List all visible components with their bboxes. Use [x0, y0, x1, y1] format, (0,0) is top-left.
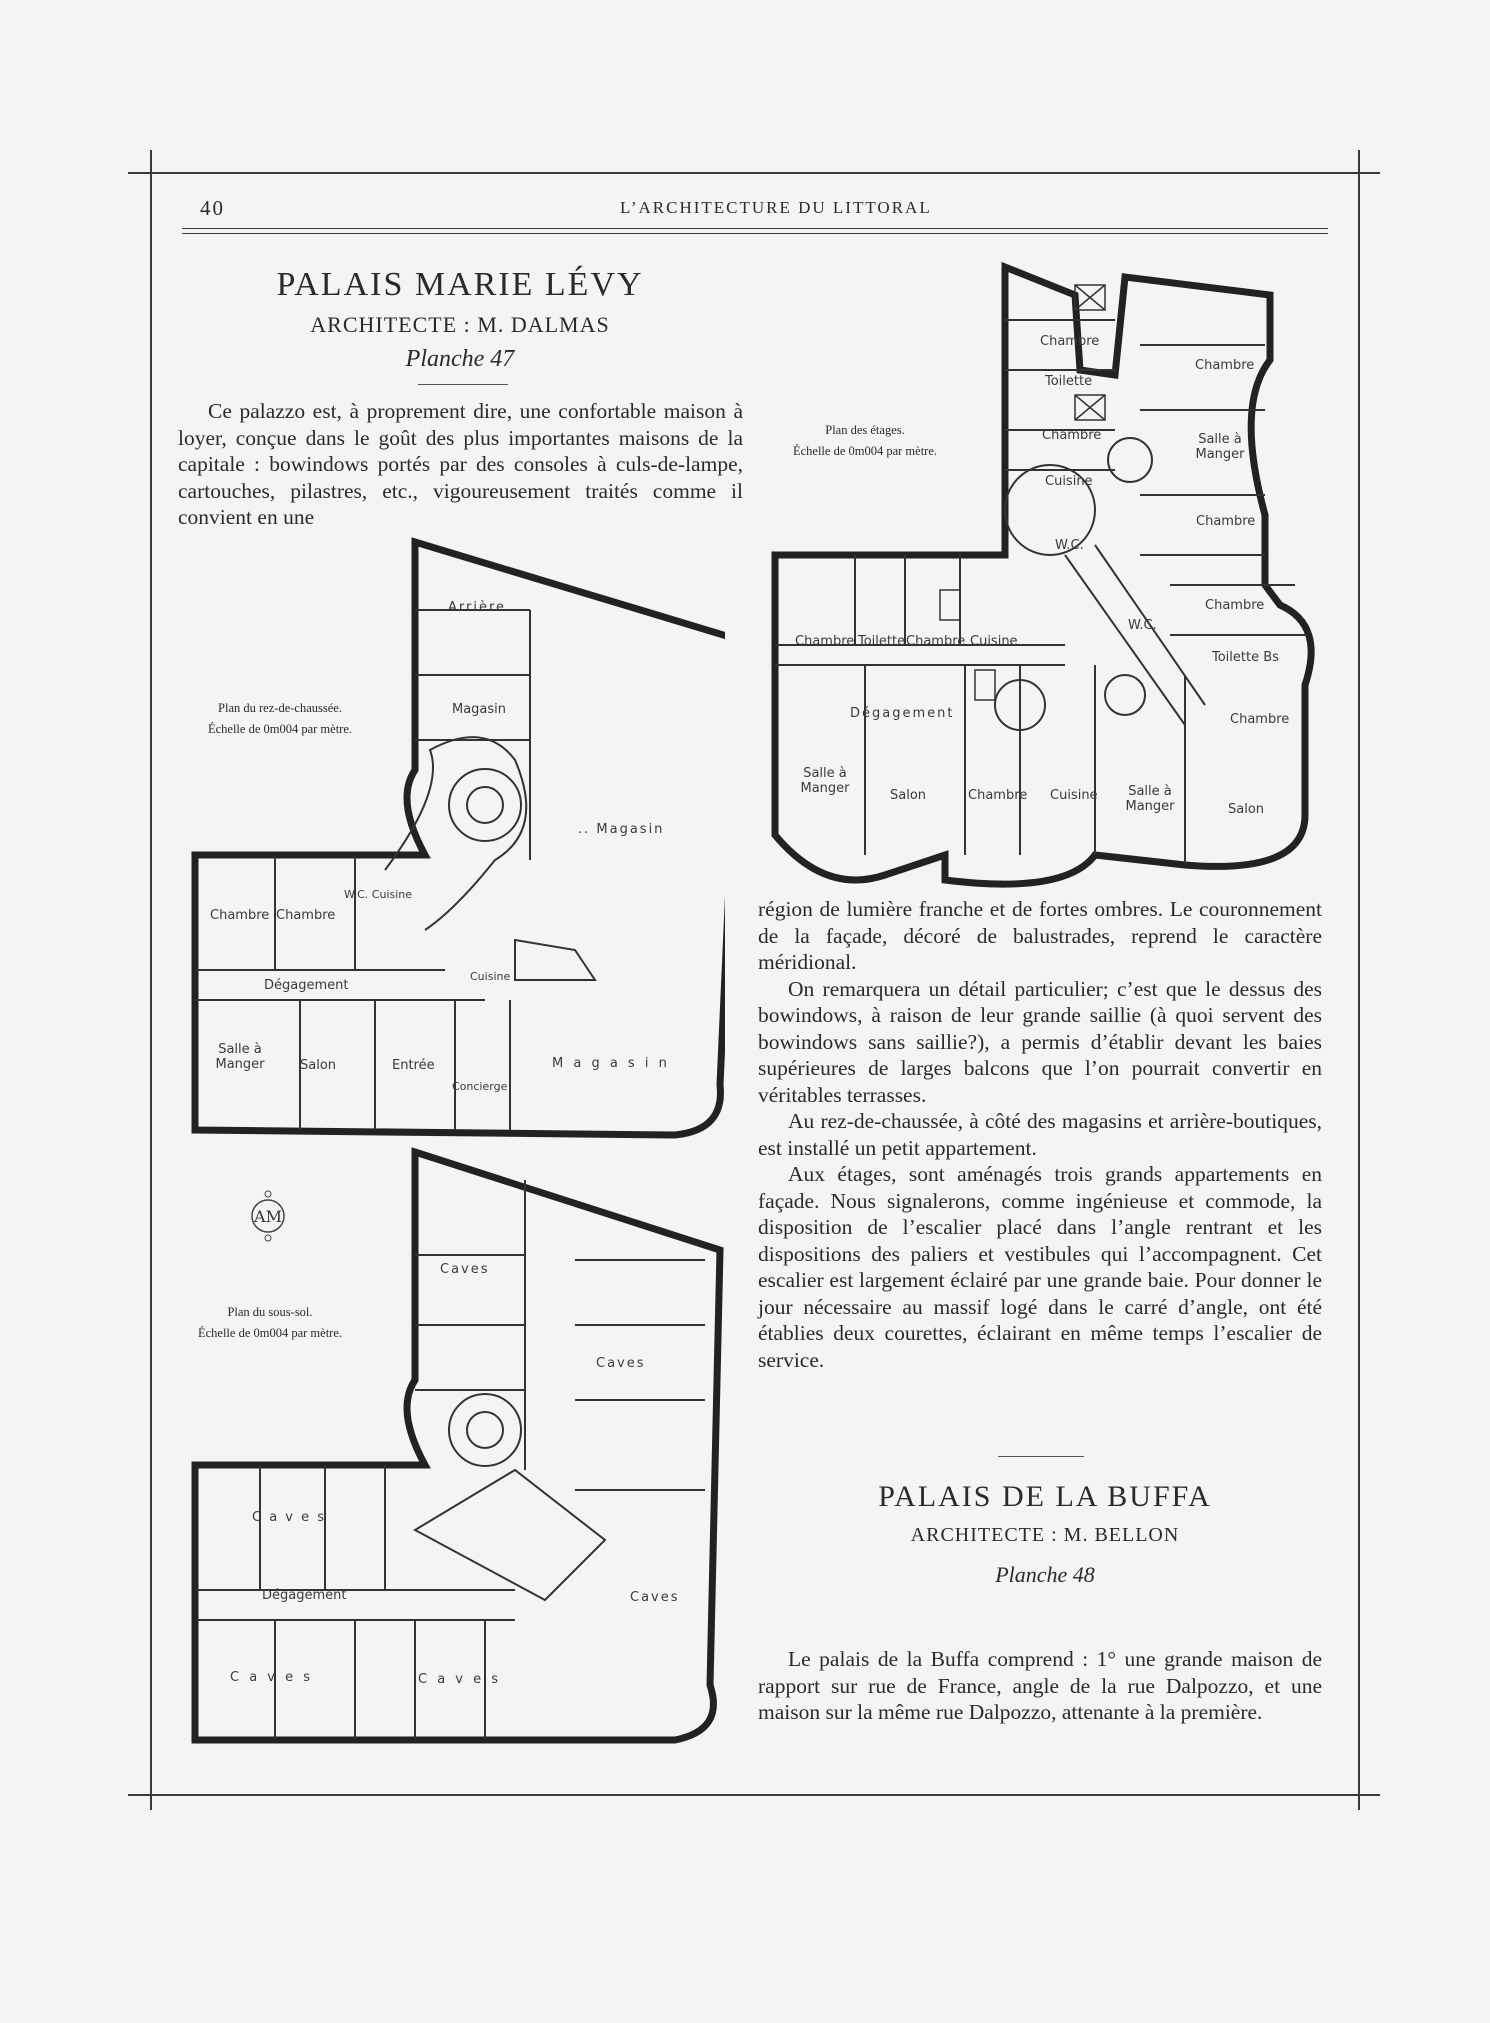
rdc-label-degagement: Dégagement — [264, 978, 349, 993]
rdc-label-magasin-2: .. Magasin — [578, 822, 665, 837]
sous-sol-label-caves-2: Caves — [596, 1356, 646, 1371]
etages-label-toilette-2: Toilette — [858, 634, 906, 649]
rdc-label-arriere: Arrière — [448, 600, 507, 615]
caption-plan-etages: Plan des étages.Échelle de 0m004 par mèt… — [792, 423, 938, 458]
etages-label-salle-a-manger-1: Salle à Manger — [1195, 432, 1245, 462]
etages-label-chambre-1: Chambre — [1040, 334, 1100, 349]
plan-etages-drawing — [771, 261, 1315, 888]
svg-text:AM: AM — [253, 1207, 282, 1226]
rdc-label-entree: Entrée — [392, 1058, 435, 1073]
etages-label-wc-2: W.C. — [1128, 618, 1157, 633]
etages-label-chambre-6: Chambre — [1230, 712, 1290, 727]
etages-label-cuisine-3: Cuisine — [1050, 788, 1098, 803]
sous-sol-label-caves-5: C a v e s — [230, 1670, 314, 1685]
etages-label-chambre-5: Chambre — [1205, 598, 1265, 613]
plan-rdc-drawing — [191, 537, 725, 1139]
article-plate-48: Planche 48 — [995, 1562, 1095, 1587]
etages-label-chambre-7: Chambre — [795, 634, 855, 649]
etages-label-wc-1: W.C. — [1055, 538, 1084, 553]
article-title-marie-levy: PALAIS MARIE LÉVY — [276, 266, 644, 303]
running-title: L’ARCHITECTURE DU LITTORAL — [620, 198, 932, 217]
etages-label-salle-a-manger-2: Salle à Manger — [800, 766, 850, 796]
etages-label-salon-2: Salon — [1228, 802, 1265, 817]
header-rule-2 — [182, 233, 1328, 234]
rdc-label-magasin-1: Magasin — [452, 702, 507, 717]
article1-intro-paragraph: Ce palazzo est, à proprement dire, une c… — [178, 399, 743, 529]
rdc-label-magasin-3: M a g a s i n — [552, 1056, 670, 1071]
frame-top-line — [128, 172, 1380, 174]
etages-label-cuisine-2: Cuisine — [970, 634, 1018, 649]
frame-left-line — [150, 150, 152, 1810]
plan-sous-sol-drawing — [191, 1147, 724, 1744]
sous-sol-label-caves-4: Caves — [630, 1590, 680, 1605]
sous-sol-label-degagement: Dégagement — [262, 1588, 347, 1603]
frame-bottom-line — [128, 1794, 1380, 1796]
etages-label-salle-a-manger-3: Salle à Manger — [1125, 784, 1175, 814]
article-separator — [998, 1456, 1084, 1457]
monogram-logo: AM — [238, 1186, 298, 1246]
caption-plan-sous-sol: Plan du sous-sol.Échelle de 0m004 par mè… — [197, 1305, 343, 1340]
frame-right-line — [1358, 150, 1360, 1810]
article1-continuation: région de lumière franche et de fortes o… — [758, 897, 1322, 1372]
etages-label-chambre-8: Chambre — [906, 634, 966, 649]
etages-label-cuisine-1: Cuisine — [1045, 474, 1093, 489]
etages-label-toilette-1: Toilette — [1045, 374, 1093, 389]
rdc-label-cuisine: Cuisine — [470, 970, 511, 983]
rdc-label-concierge: Concierge — [452, 1080, 508, 1093]
etages-label-salon-1: Salon — [890, 788, 927, 803]
article-architect-dalmas: ARCHITECTE : M. DALMAS — [310, 312, 610, 337]
rdc-label-wc-cuisine: W.C. Cuisine — [344, 888, 413, 901]
etages-label-chambre-4: Chambre — [1196, 514, 1256, 529]
etages-label-chambre-3: Chambre — [1195, 358, 1255, 373]
caption-plan-rdc: Plan du rez-de-chaussée.Échelle de 0m004… — [207, 701, 353, 736]
sous-sol-label-caves-3: C a v e s — [252, 1510, 327, 1525]
article-title-buffa: PALAIS DE LA BUFFA — [878, 1480, 1212, 1513]
rdc-label-chambre-1: Chambre — [210, 908, 270, 923]
header-rule — [182, 228, 1328, 229]
etages-label-toilette-bs: Toilette Bs — [1212, 650, 1279, 665]
rdc-label-chambre-2: Chambre — [276, 908, 336, 923]
article2-paragraph: Le palais de la Buffa comprend : 1° une … — [758, 1647, 1322, 1724]
etages-label-degagement: Dégagement — [850, 706, 955, 721]
article-plate-47: Planche 47 — [405, 346, 515, 372]
rdc-label-salon: Salon — [300, 1058, 337, 1073]
etages-label-chambre-2: Chambre — [1042, 428, 1102, 443]
rdc-label-salle-a-manger: Salle à Manger — [215, 1042, 265, 1072]
etages-label-chambre-9: Chambre — [968, 788, 1028, 803]
sous-sol-label-caves-1: Caves — [440, 1262, 490, 1277]
sous-sol-label-caves-6: C a v e s — [418, 1672, 502, 1687]
title-separator — [418, 384, 508, 385]
article-architect-bellon: ARCHITECTE : M. BELLON — [910, 1524, 1180, 1546]
page-number: 40 — [200, 196, 225, 220]
